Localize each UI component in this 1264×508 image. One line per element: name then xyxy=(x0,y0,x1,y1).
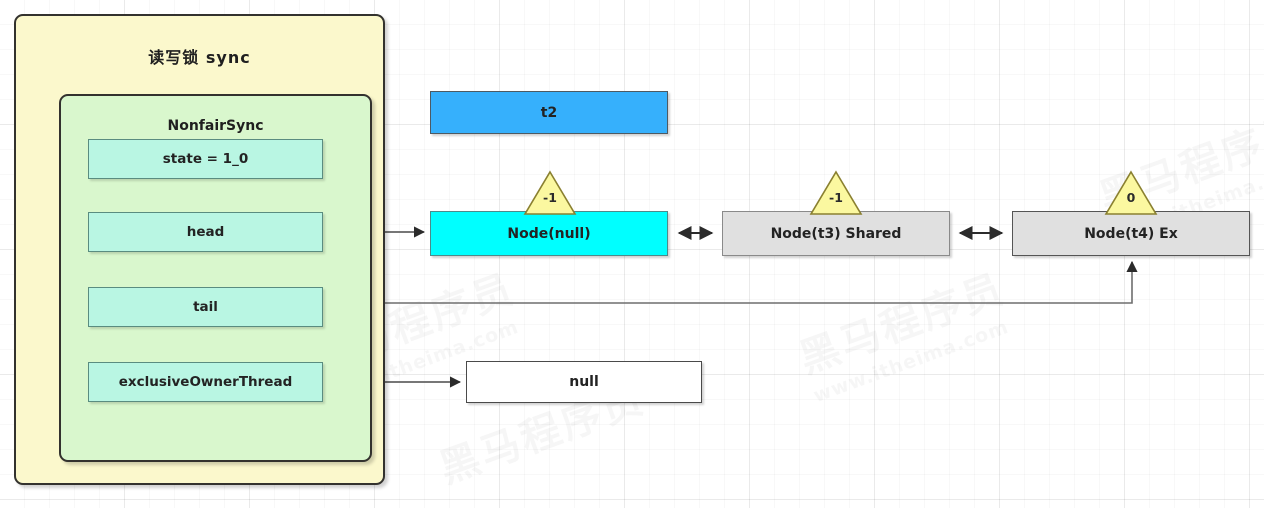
waitstatus-marker-node-t4: 0 xyxy=(1104,170,1158,216)
queue-node-t3-shared-label: Node(t3) Shared xyxy=(770,225,902,242)
waitstatus-marker-node-null: -1 xyxy=(523,170,577,216)
connector-tail-to-node-t4 xyxy=(323,260,1138,304)
field-exclusive-owner-thread-label: exclusiveOwnerThread xyxy=(118,374,293,390)
triangle-icon xyxy=(523,170,577,215)
waitstatus-node-t4-value: 0 xyxy=(1126,190,1136,205)
watermark-cn-text: 黑马程序员 xyxy=(1093,106,1264,223)
field-head: head xyxy=(88,212,323,252)
field-tail-label: tail xyxy=(193,299,218,315)
field-exclusive-owner-thread: exclusiveOwnerThread xyxy=(88,362,323,402)
sync-container-title: 读写锁 sync xyxy=(148,48,251,67)
queue-node-head-dummy: Node(null) xyxy=(430,211,668,256)
waitstatus-marker-node-t3: -1 xyxy=(809,170,863,216)
queue-node-t4-exclusive: Node(t4) Ex xyxy=(1012,211,1250,256)
watermark-url-text: www.itheima.com xyxy=(811,313,1021,407)
queue-node-t4-exclusive-label: Node(t4) Ex xyxy=(1084,225,1178,242)
triangle-icon xyxy=(809,170,863,215)
waitstatus-node-null-value: -1 xyxy=(543,190,557,205)
field-state: state = 1_0 xyxy=(88,139,323,179)
owner-null-label: null xyxy=(569,374,599,390)
triangle-icon xyxy=(1104,170,1158,215)
watermark: 黑马程序员 www.itheima.com xyxy=(790,256,1020,407)
watermark-cn-text: 黑马程序员 xyxy=(793,266,1011,383)
thread-t2-box: t2 xyxy=(430,91,668,134)
queue-node-t3-shared: Node(t3) Shared xyxy=(722,211,950,256)
thread-t2-label: t2 xyxy=(540,104,558,121)
field-tail: tail xyxy=(88,287,323,327)
waitstatus-node-t3-value: -1 xyxy=(829,190,843,205)
nonfairsync-title: NonfairSync xyxy=(167,118,264,134)
queue-node-head-dummy-label: Node(null) xyxy=(507,225,591,242)
owner-null-box: null xyxy=(466,361,702,403)
field-head-label: head xyxy=(186,224,225,240)
field-state-label: state = 1_0 xyxy=(162,151,249,167)
